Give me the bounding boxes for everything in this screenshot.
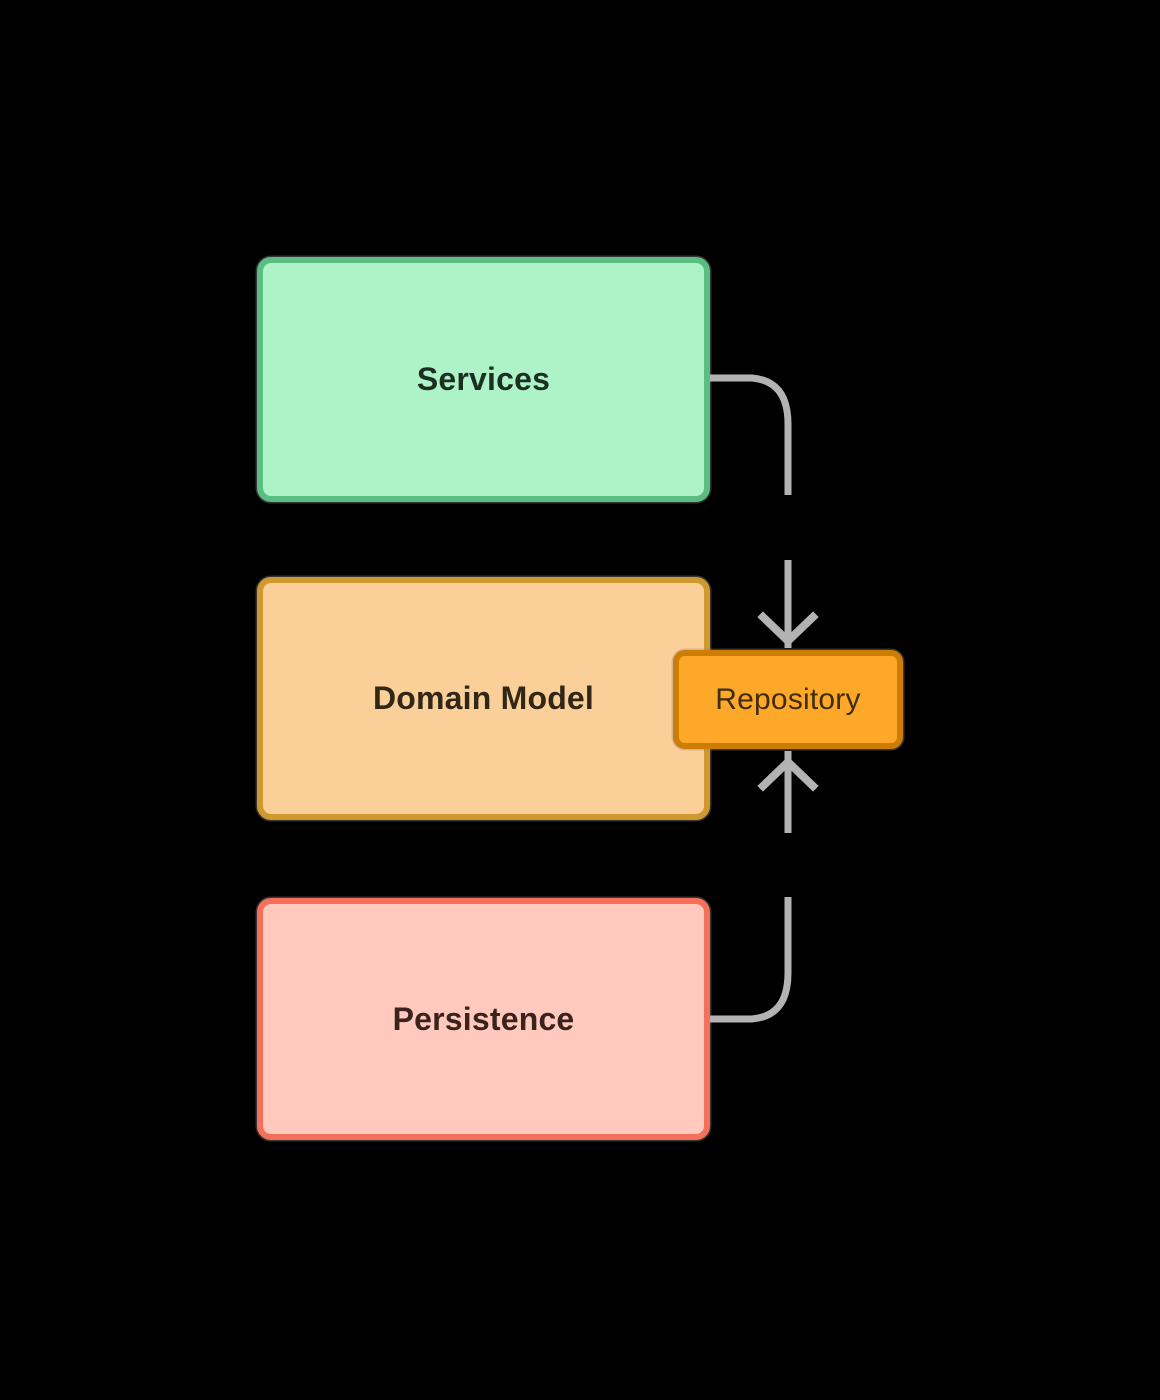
node-repository-label: Repository [715, 682, 861, 716]
node-services: Services [257, 257, 710, 502]
node-services-label: Services [416, 361, 551, 397]
node-domain-model: Domain Model [257, 577, 710, 820]
arrowhead-down-icon [757, 611, 819, 647]
node-domain-model-label: Domain Model [372, 680, 595, 716]
node-persistence: Persistence [257, 898, 710, 1140]
node-repository: Repository [673, 650, 903, 749]
connector-persistence-repository-elbow [710, 897, 792, 1023]
arrowhead-up-icon [757, 756, 819, 792]
node-persistence-label: Persistence [392, 1000, 575, 1037]
connector-services-repository-elbow [710, 374, 792, 495]
